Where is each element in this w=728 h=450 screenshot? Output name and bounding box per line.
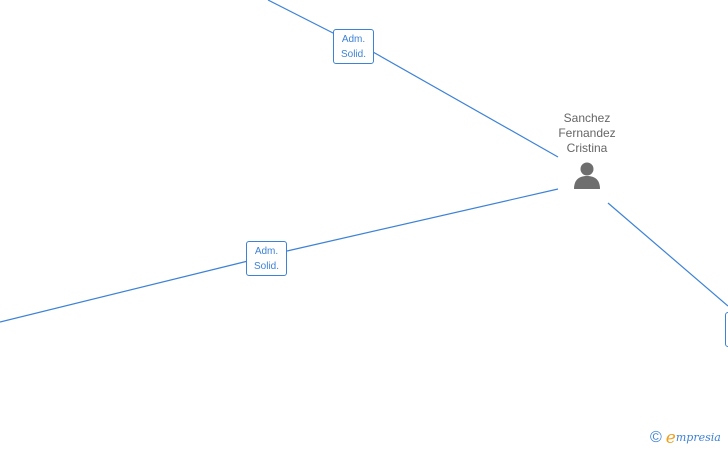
- edge-right: [607, 202, 728, 307]
- edge-top-to-person: [372, 51, 559, 158]
- person-icon: [574, 162, 600, 189]
- relation-label-right-partial[interactable]: [725, 312, 728, 347]
- relation-label-line2: Solid.: [253, 261, 279, 272]
- person-name-line1: Sanchez: [563, 111, 611, 125]
- empresia-logo: © e mpresia: [650, 428, 721, 448]
- person-node[interactable]: Sanchez Fernandez Cristina: [546, 111, 628, 190]
- edge-left: [0, 260, 249, 323]
- relation-label-line1: Adm.: [341, 34, 366, 45]
- relation-label-line2: Solid.: [340, 49, 366, 60]
- person-name-line3: Cristina: [566, 141, 608, 155]
- relation-label-line1: Adm.: [254, 246, 279, 257]
- copyright-icon: ©: [650, 429, 662, 446]
- brand-initial: e: [665, 428, 676, 448]
- relation-label-left[interactable]: Adm. Solid.: [246, 241, 287, 276]
- brand-name: mpresia: [675, 431, 721, 444]
- person-name-line2: Fernandez: [558, 126, 616, 140]
- edge-top: [267, 0, 336, 35]
- relation-label-top[interactable]: Adm. Solid.: [333, 29, 374, 64]
- edge-left-to-person: [286, 188, 559, 252]
